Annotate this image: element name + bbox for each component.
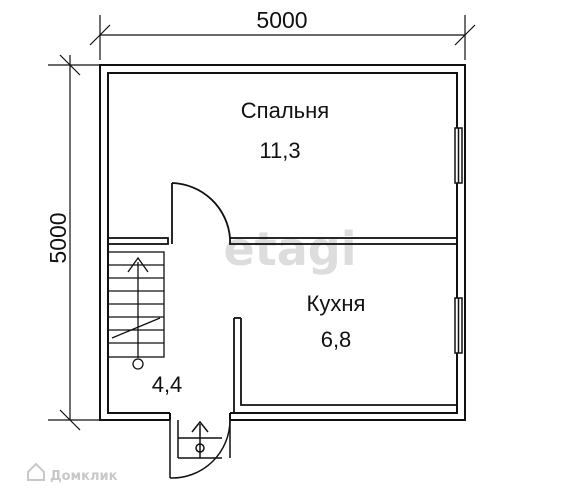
- room-area-kitchen: 6,8: [321, 327, 352, 352]
- domclick-logo-icon: [27, 462, 45, 481]
- dimension-left: [48, 54, 100, 431]
- partition-horizontal: [107, 237, 458, 245]
- window-bedroom: [454, 127, 463, 184]
- room-name-kitchen: Кухня: [307, 291, 366, 316]
- room-name-bedroom: Спальня: [241, 98, 329, 123]
- dimension-height-label: 5000: [45, 212, 71, 263]
- dimension-top: [89, 15, 476, 60]
- room-area-hall: 4,4: [152, 372, 183, 397]
- dimension-width-label: 5000: [256, 7, 307, 33]
- room-area-bedroom: 11,3: [259, 138, 300, 163]
- partition-kitchen: [233, 317, 457, 413]
- bedroom-door: [171, 182, 231, 244]
- domclick-watermark: Домклик: [50, 469, 118, 484]
- entrance-porch: [169, 419, 231, 479]
- etagi-watermark: etagi: [224, 222, 357, 276]
- exterior-walls: [99, 64, 466, 421]
- window-kitchen: [454, 297, 463, 354]
- staircase: [107, 251, 165, 370]
